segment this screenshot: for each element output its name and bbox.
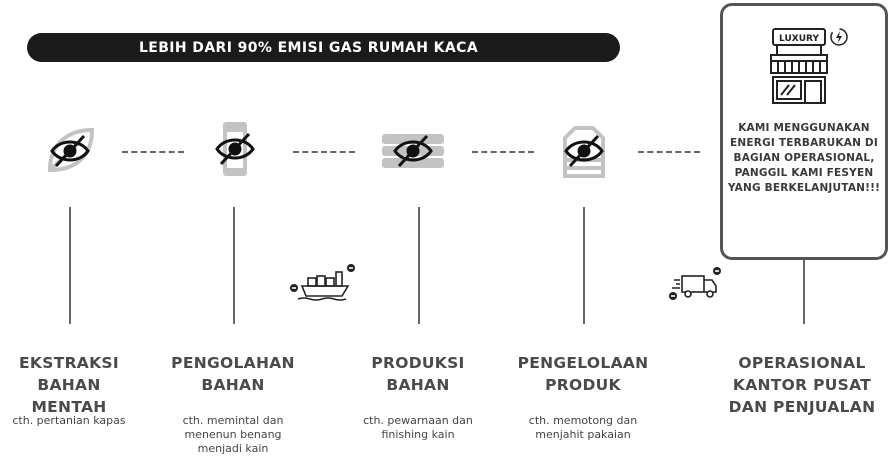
cargo-ship-icon	[290, 264, 355, 301]
stage-subtitle: cth. pewarnaan dan finishing kain	[363, 414, 473, 441]
lightning-icon	[830, 28, 848, 46]
emission-banner: LEBIH DARI 90% EMISI GAS RUMAH KACA	[27, 33, 620, 62]
stage-line	[583, 207, 585, 324]
stage-line	[803, 257, 805, 324]
stage-title: PRODUKSI BAHAN	[371, 354, 465, 394]
connector	[638, 151, 700, 153]
stage-title: EKSTRAKSI BAHAN MENTAH	[19, 354, 119, 416]
stage-line	[418, 207, 420, 324]
eye-slash-icon	[215, 132, 255, 166]
stage-line	[233, 207, 235, 324]
stage-title: PENGELOLAAN PRODUK	[517, 354, 649, 394]
connector	[122, 151, 184, 153]
stage-subtitle: cth. pertanian kapas	[12, 414, 126, 427]
fabric-stack-icon	[382, 134, 444, 168]
clothing-icon	[563, 126, 605, 178]
leaf-icon	[47, 127, 95, 173]
store-icon: LUXURY	[770, 28, 848, 104]
delivery-truck-icon	[669, 267, 721, 300]
connector	[472, 151, 534, 153]
stage-title: OPERASIONAL KANTOR PUSAT DAN PENJUALAN	[728, 354, 876, 416]
store-sign: LUXURY	[779, 34, 819, 44]
connector	[293, 151, 355, 153]
stage-subtitle: cth. memotong dan menjahit pakaian	[528, 414, 638, 441]
thread-spool-icon	[215, 122, 255, 176]
stage-subtitle: cth. memintal dan menenun benang menjadi…	[182, 414, 284, 455]
stage-line	[69, 207, 71, 324]
eye-slash-icon	[564, 134, 604, 168]
stage-title: PENGOLAHAN BAHAN	[171, 354, 295, 394]
store-callout-box: LUXURY KAMI MENGGUNAKAN ENERGI TERBARUKA…	[720, 3, 888, 260]
box-text: KAMI MENGGUNAKAN ENERGI TERBARUKAN DI BA…	[727, 122, 881, 194]
eye-slash-icon	[393, 134, 433, 168]
eye-slash-icon	[50, 134, 90, 168]
banner-text: LEBIH DARI 90% EMISI GAS RUMAH KACA	[138, 39, 479, 56]
